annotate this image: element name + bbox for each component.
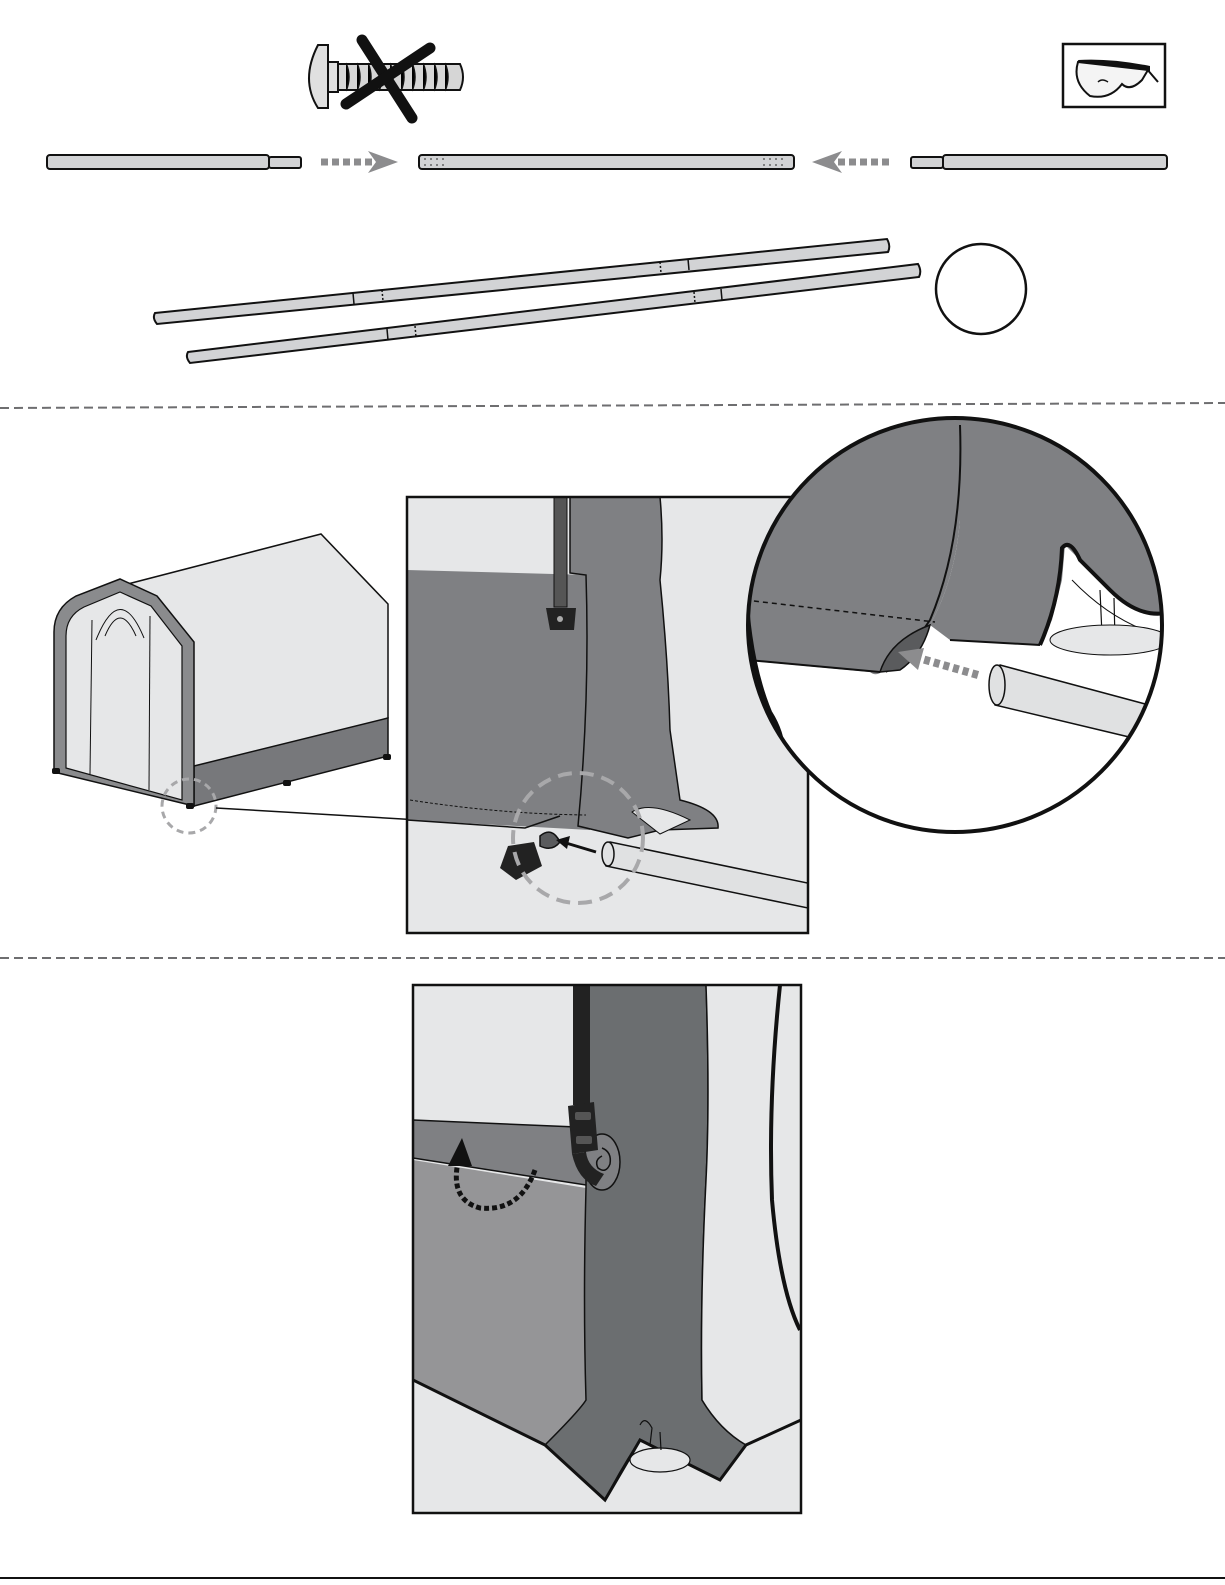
step-3-roll-up-cover-and-buckle [413, 985, 801, 1513]
empty-quantity-circle-icon [936, 244, 1026, 334]
safety-goggles-icon [1063, 44, 1165, 107]
step-1-assemble-poles [47, 40, 1167, 363]
detail-callout-box [407, 497, 812, 933]
carriage-bolt-crossed-out-icon [309, 40, 463, 118]
step-2-insert-pole-into-sleeve [52, 410, 1180, 933]
left-pole-section [47, 155, 301, 169]
right-pole-section [911, 155, 1167, 169]
dotted-left-arrow-icon [812, 151, 891, 173]
dotted-right-arrow-icon [321, 151, 398, 173]
shelter-overview-icon [52, 534, 391, 833]
center-pole-section [419, 155, 794, 169]
step-divider [0, 403, 1225, 408]
